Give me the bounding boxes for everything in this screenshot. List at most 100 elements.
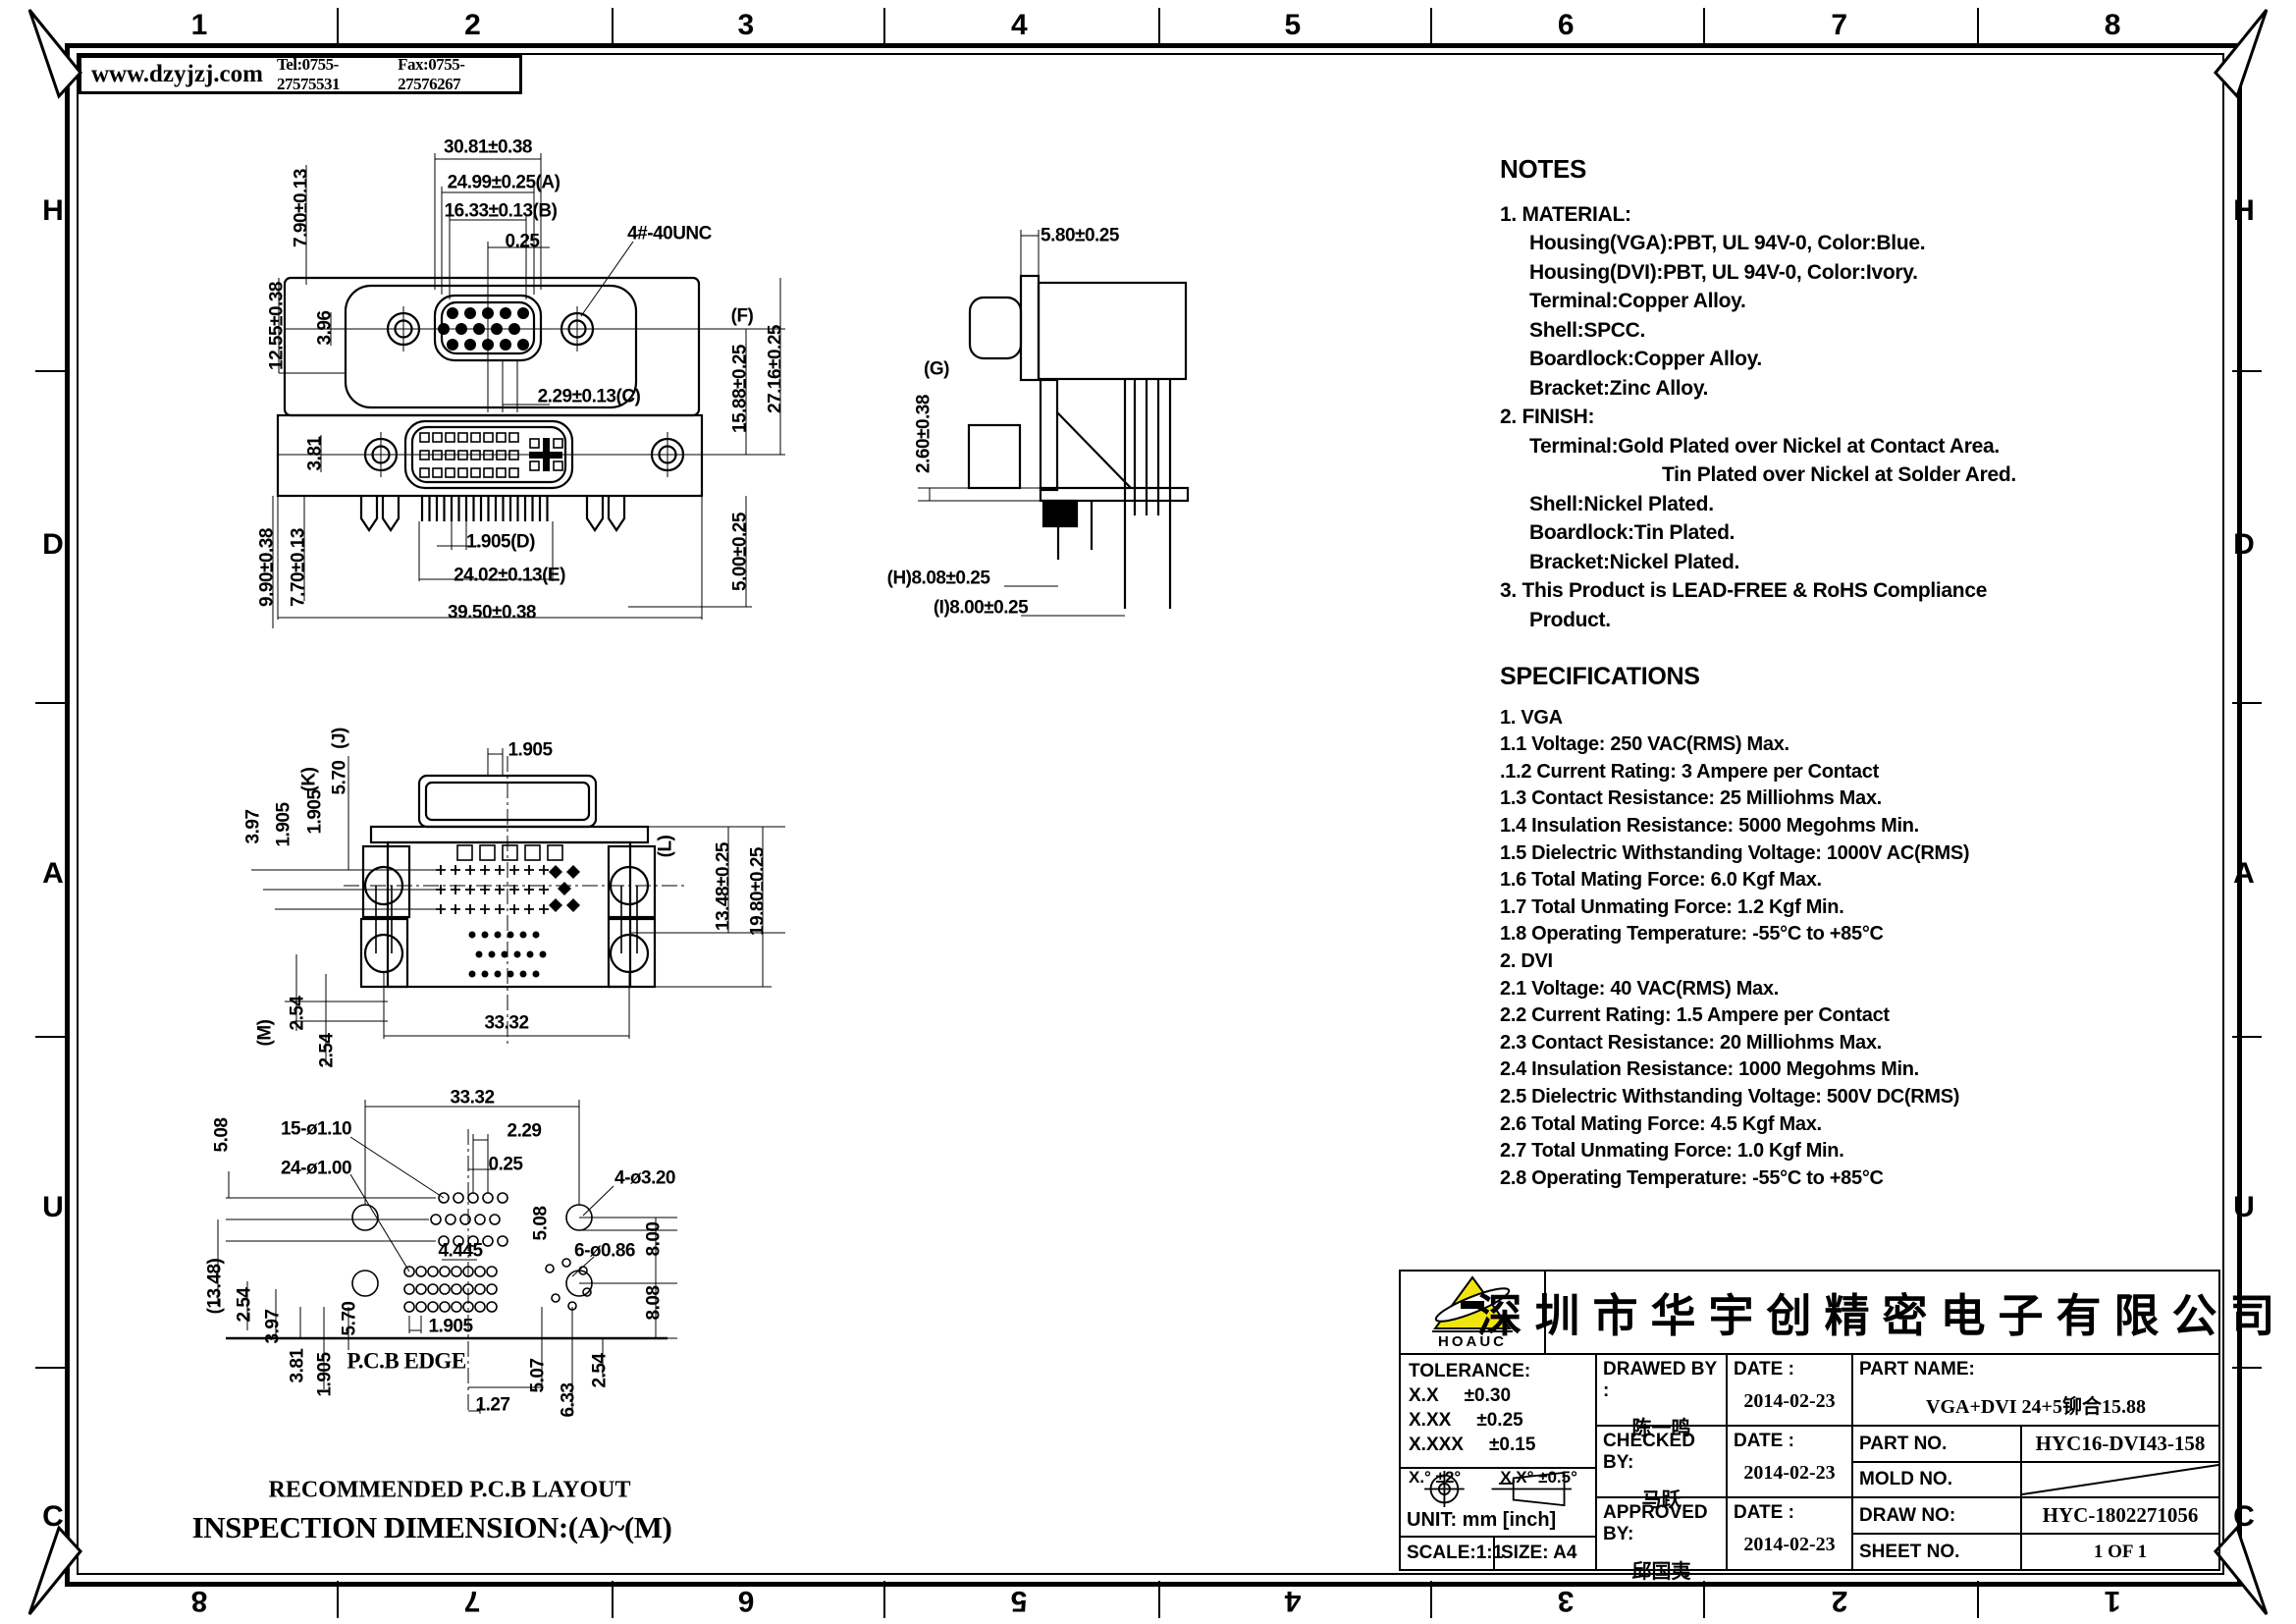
spec-line: 2.2 Current Rating: 1.5 Ampere per Conta… — [1500, 1004, 1890, 1027]
dim-label: 1.905 — [507, 739, 553, 761]
dim-label: 5.80±0.25 — [1041, 225, 1119, 246]
zone-tick — [2232, 370, 2262, 372]
notes-line: 3. This Product is LEAD-FREE & RoHS Comp… — [1500, 579, 1988, 602]
dim-label: 1.905(D) — [466, 531, 535, 553]
dim-label: (M) — [254, 1019, 276, 1047]
dim-label: 6.33 — [558, 1382, 579, 1418]
dim-label: 2.60±0.38 — [913, 395, 934, 473]
zone-tick — [1430, 8, 1432, 43]
zone-tick — [35, 1367, 65, 1369]
part-no-value: HYC16-DVI43-158 — [2020, 1425, 2220, 1463]
zone-label: A — [42, 857, 64, 890]
notes-line: Shell:Nickel Plated. — [1529, 492, 1714, 515]
zone-label: H — [2233, 194, 2255, 227]
sheet-no-value: 1 OF 1 — [2020, 1533, 2220, 1571]
tolerance-cell: TOLERANCE: X.X±0.30 X.XX±0.25 X.XXX±0.15… — [1399, 1353, 1597, 1487]
dim-label: 24-ø1.00 — [280, 1158, 352, 1179]
scale-label: SCALE:1:1 — [1399, 1536, 1503, 1571]
dim-label: 5.70 — [329, 760, 350, 795]
zone-tick — [612, 8, 614, 43]
zone-tick — [2232, 1036, 2262, 1038]
part-name-cell: PART NAME: VGA+DVI 24+5铆合15.88 — [1851, 1353, 2220, 1427]
zone-tick — [337, 8, 339, 43]
dim-label: (H)8.08±0.25 — [886, 568, 990, 589]
checked-by-name: 马跃 — [1641, 1489, 1682, 1511]
dim-label: (L) — [655, 835, 676, 858]
dim-label: 4#-40UNC — [627, 223, 712, 244]
spec-line: 2. DVI — [1500, 949, 1553, 972]
zone-tick — [35, 1036, 65, 1038]
company-website-banner: www.dzyjzj.com Tel:0755-27575531 Fax:075… — [79, 55, 522, 94]
dim-label: 7.70±0.13 — [288, 528, 309, 607]
dim-label: 12.55±0.38 — [266, 282, 288, 370]
dim-label: 4-ø3.20 — [614, 1167, 675, 1189]
spec-line: 2.1 Voltage: 40 VAC(RMS) Max. — [1500, 977, 1779, 1000]
sheet-inner-frame — [77, 53, 2224, 1575]
zone-tick — [1977, 1581, 1979, 1618]
spec-line: 1. VGA — [1500, 706, 1563, 729]
unit-cell: UNIT: mm [inch] — [1399, 1467, 1597, 1538]
approved-by-cell: APPROVED BY: 邱国夷 — [1595, 1496, 1728, 1583]
dim-label: 33.32 — [450, 1087, 495, 1109]
drawed-by-name: 陈一鸣 — [1631, 1418, 1691, 1439]
date-label: DATE : — [1734, 1431, 1794, 1451]
date1-cell: DATE : 2014-02-23 — [1726, 1353, 1853, 1427]
notes-line: Terminal:Copper Alloy. — [1529, 290, 1746, 312]
notes-line: Bracket:Nickel Plated. — [1529, 550, 1740, 573]
dim-label: 8.00 — [643, 1221, 665, 1257]
zone-tick — [612, 1581, 614, 1618]
tol-val: ±0.25 — [1476, 1410, 1523, 1431]
part-name-label: PART NAME: — [1859, 1359, 1975, 1380]
view-rear — [251, 748, 785, 1065]
zone-label: H — [42, 194, 64, 227]
zone-tick — [1703, 8, 1705, 43]
part-name-value: VGA+DVI 24+5铆合15.88 — [1926, 1396, 2146, 1418]
dim-label: 16.33±0.13(B) — [444, 200, 558, 222]
sheet-no-label: SHEET NO. — [1851, 1533, 2022, 1571]
date3-cell: DATE : 2014-02-23 — [1726, 1496, 1853, 1571]
zone-label: 8 — [2104, 9, 2121, 41]
checked-by-label: CHECKED BY: — [1603, 1431, 1695, 1473]
dim-label: 7.90±0.13 — [291, 169, 312, 247]
notes-line: Housing(VGA):PBT, UL 94V-0, Color:Blue. — [1529, 232, 1926, 254]
dim-label: (J) — [329, 728, 350, 749]
dim-label: 2.54 — [316, 1033, 338, 1068]
view-pcb-layout — [217, 1100, 677, 1416]
dim-label: 15-ø1.10 — [280, 1118, 352, 1140]
zone-tick — [35, 370, 65, 372]
dim-label: 5.07 — [527, 1358, 549, 1393]
zone-label: 7 — [1831, 9, 1848, 41]
zone-tick — [337, 1581, 339, 1618]
pcb-layout-caption: RECOMMENDED P.C.B LAYOUT — [268, 1477, 631, 1503]
date2-value: 2014-02-23 — [1743, 1462, 1836, 1484]
zone-tick — [883, 8, 885, 43]
zone-tick — [883, 1581, 885, 1618]
unit-label: UNIT: mm [inch] — [1407, 1509, 1557, 1531]
tol-key: X.XX — [1409, 1410, 1452, 1431]
website-url: www.dzyjzj.com — [91, 61, 263, 87]
dim-label: (13.48) — [204, 1258, 226, 1315]
dim-label: 2.54 — [234, 1287, 255, 1323]
dim-label: 19.80±0.25 — [747, 847, 769, 936]
drawed-by-label: DRAWED BY : — [1603, 1359, 1717, 1401]
spec-line: 2.8 Operating Temperature: -55°C to +85°… — [1500, 1166, 1884, 1189]
dim-label: 1.905 — [273, 802, 294, 847]
dim-label: 4.445 — [438, 1240, 483, 1262]
dim-label: (K) — [298, 767, 320, 792]
zone-tick — [2232, 1367, 2262, 1369]
logo-text: HOAUC — [1432, 1329, 1513, 1350]
dim-label: 39.50±0.38 — [448, 602, 536, 623]
inspection-dimension-caption: INSPECTION DIMENSION:(A)~(M) — [191, 1510, 672, 1544]
view-side — [918, 230, 1190, 617]
notes-line: Tin Plated over Nickel at Solder Ared. — [1662, 463, 2016, 486]
date2-cell: DATE : 2014-02-23 — [1726, 1425, 1853, 1498]
notes-line: Housing(DVI):PBT, UL 94V-0, Color:Ivory. — [1529, 260, 1918, 284]
tol-ang-val: ±0.5° — [1538, 1468, 1577, 1487]
spec-line: 1.6 Total Mating Force: 6.0 Kgf Max. — [1500, 869, 1822, 892]
dim-label: 33.32 — [484, 1012, 529, 1034]
spec-line: 1.7 Total Unmating Force: 1.2 Kgf Min. — [1500, 895, 1844, 918]
mold-no-value — [2020, 1461, 2220, 1498]
tol-ang-val: ±2° — [1435, 1468, 1462, 1487]
